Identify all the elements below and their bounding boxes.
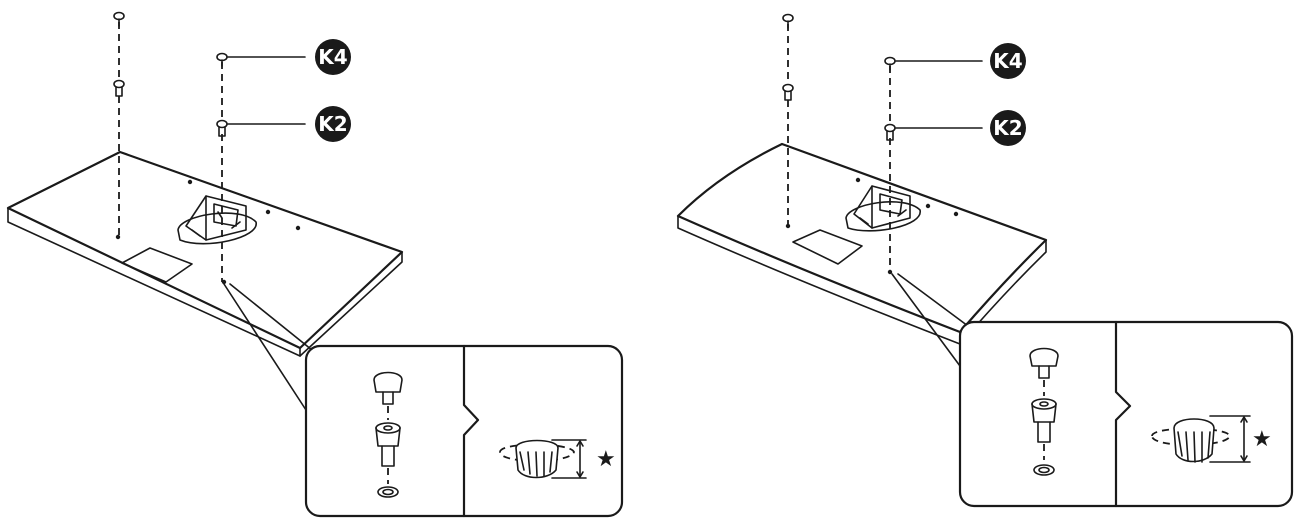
left-screws [113,11,306,282]
callout-label: K2 [318,112,347,136]
screw-icon [782,13,794,29]
left-callout-k2: K2 [315,106,351,142]
screw-icon [884,56,896,71]
assembled-screw-icon [499,439,575,479]
callout-label: K4 [318,45,347,69]
callout-label: K2 [993,116,1022,140]
right-callout-k2: K2 [990,110,1026,146]
left-detail-box: ★ [304,344,624,518]
screw-icon [782,83,794,101]
right-screws [782,13,983,272]
screw-icon [216,52,228,67]
screw-icon [884,123,896,141]
screw-head-icon [1029,347,1059,379]
left-assembly: K4 K2 [6,11,624,518]
screw-icon [216,119,228,137]
right-stand-bracket [845,185,921,232]
right-callout-k4: K4 [990,43,1026,79]
screw-icon [113,79,125,97]
mount-hole-icon [377,486,399,498]
callout-label: K4 [993,49,1022,73]
screw-head-icon [373,371,403,405]
height-indicator [551,439,587,479]
right-tv-back [676,142,1048,345]
right-detail-box: ★ [958,320,1294,508]
left-tv-back [6,150,404,357]
height-indicator [1209,415,1251,463]
right-assembly: K4 K2 [676,13,1294,508]
left-callout-k4: K4 [315,39,351,75]
left-stand-bracket [177,195,257,245]
mount-hole-icon [1033,464,1055,476]
star-icon: ★ [1252,427,1272,452]
spacer-icon [1031,398,1057,443]
screw-icon [113,11,125,27]
spacer-icon [375,422,401,467]
assembled-screw-icon [1151,418,1231,463]
star-icon: ★ [596,447,616,472]
